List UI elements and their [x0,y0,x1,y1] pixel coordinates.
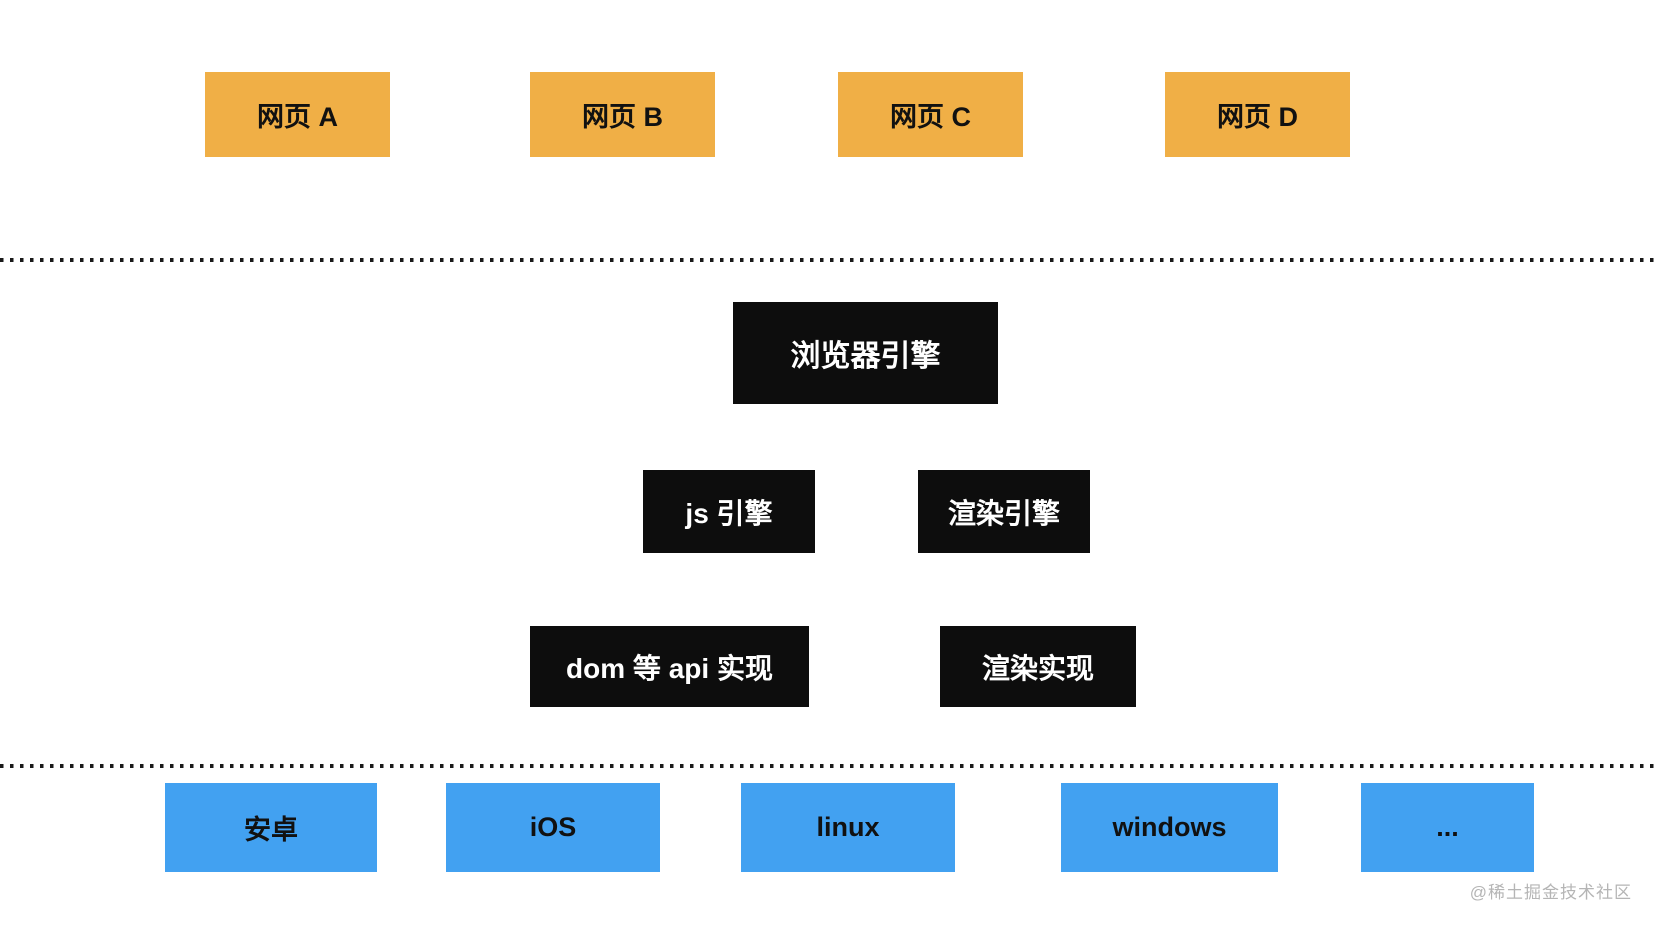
dom-api-implementation-box: dom 等 api 实现 [530,626,809,707]
platform-ios-box: iOS [446,783,660,872]
platform-windows-box: windows [1061,783,1278,872]
dotted-separator-bottom [0,764,1656,768]
webpage-d-box: 网页 D [1165,72,1350,157]
platform-more-box: ... [1361,783,1534,872]
webpage-b-box: 网页 B [530,72,715,157]
webpage-c-box: 网页 C [838,72,1023,157]
platform-linux-box: linux [741,783,955,872]
juejin-watermark: @稀土掘金技术社区 [1469,883,1632,902]
platform-android-box: 安卓 [165,783,377,872]
browser-engine-box: 浏览器引擎 [733,302,998,404]
dotted-separator-top [0,258,1656,262]
webpage-a-box: 网页 A [205,72,390,157]
render-implementation-box: 渲染实现 [940,626,1136,707]
js-engine-box: js 引擎 [643,470,815,553]
render-engine-box: 渲染引擎 [918,470,1090,553]
